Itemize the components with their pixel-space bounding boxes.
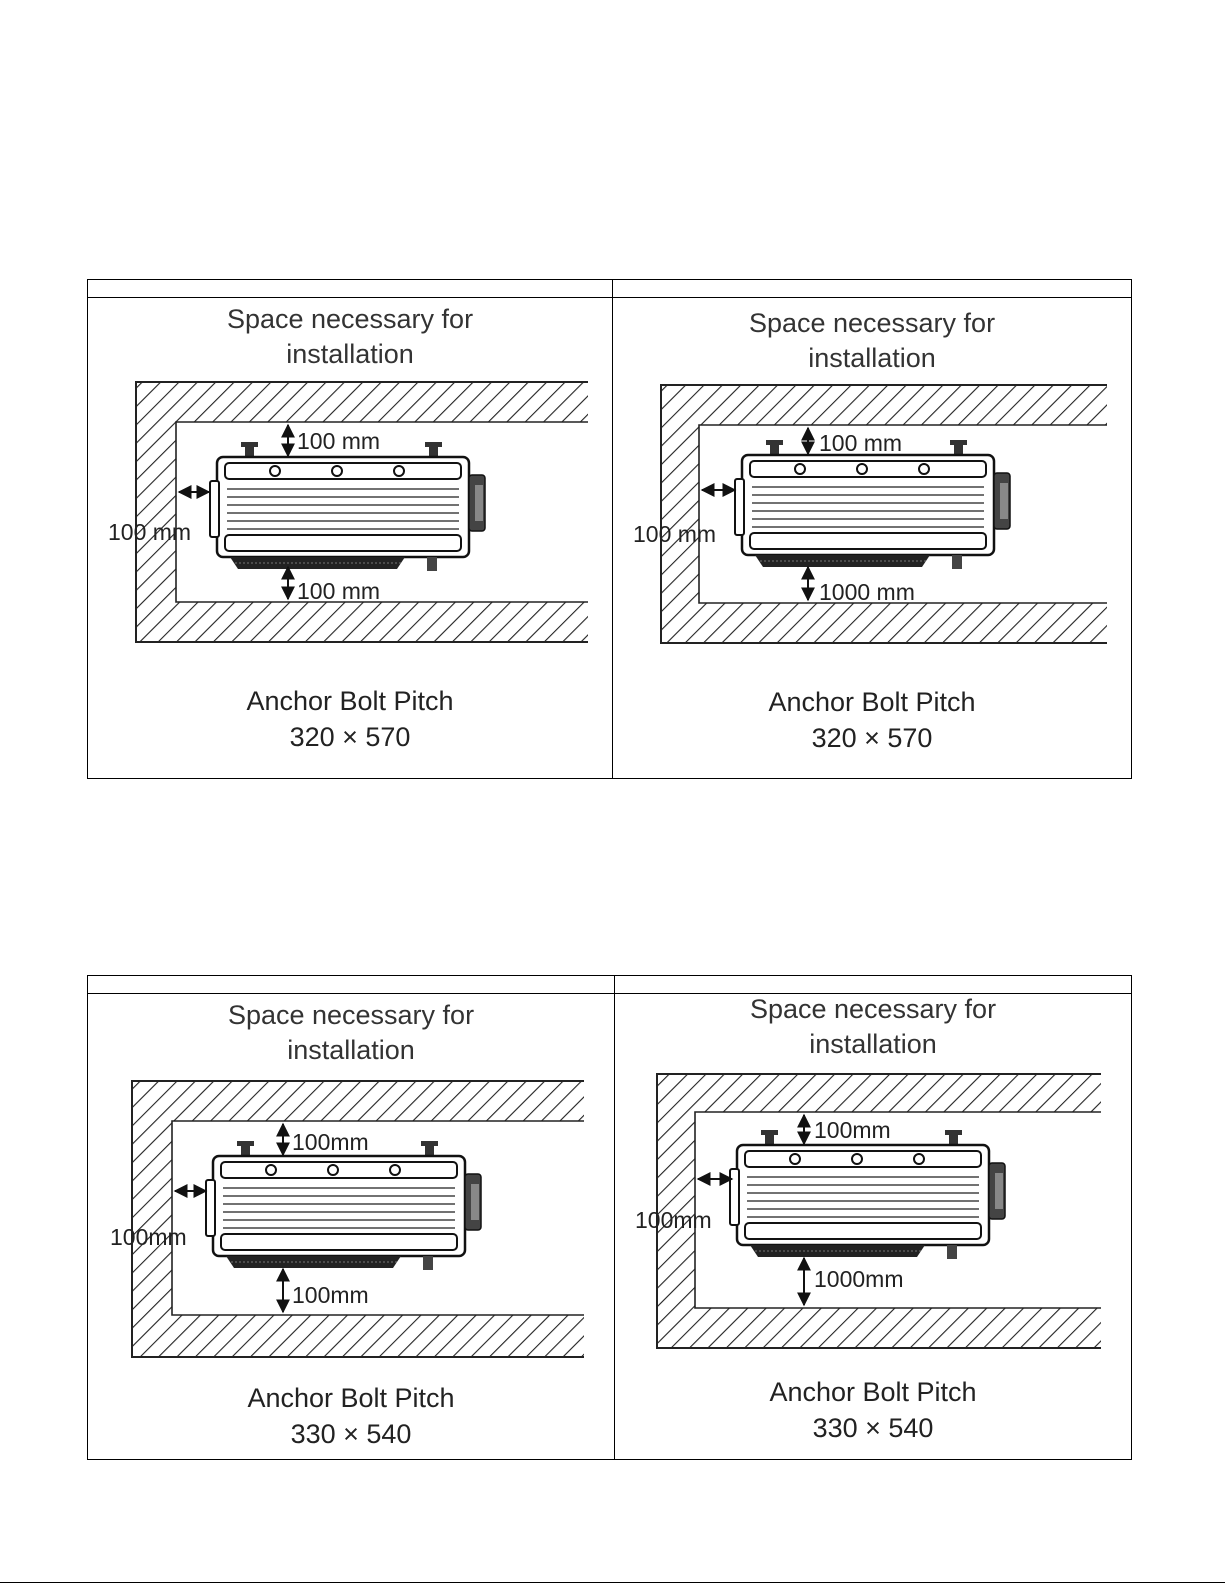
installation-table-1: Space necessary for installation 100 mm … (87, 279, 1132, 779)
wall-outline (656, 1073, 1101, 1349)
wall-outline (660, 384, 1107, 644)
wall-hatching (136, 382, 588, 642)
caption-line-2: 320 × 570 (811, 723, 933, 753)
caption-line-1: Anchor Bolt Pitch (247, 1383, 455, 1413)
cavity-outline (175, 421, 588, 603)
caption-line-2: 330 × 540 (812, 1413, 934, 1443)
caption-line-1: Anchor Bolt Pitch (768, 687, 976, 717)
side-clearance-label: 100mm (635, 1207, 712, 1233)
cavity-outline (171, 1120, 584, 1316)
table-header-row (88, 976, 1131, 994)
wall-hatching (132, 1081, 584, 1357)
heading-line-2: installation (286, 339, 414, 369)
column-divider (612, 280, 613, 778)
caption-line-1: Anchor Bolt Pitch (769, 1377, 977, 1407)
cavity-outline (694, 1111, 1101, 1309)
side-clearance-label: 100 mm (108, 519, 191, 545)
top-clearance-label: 100 mm (297, 428, 380, 454)
ventilation-unit (204, 1139, 483, 1272)
ventilation-unit (208, 440, 487, 573)
side-clearance-label: 100 mm (633, 521, 716, 547)
cell-heading: Space necessary for installation (613, 306, 1131, 376)
clearance-diagram: 100mm 100mm 100mm (110, 1080, 584, 1358)
bottom-clearance-label: 100mm (292, 1282, 369, 1308)
installation-cell-4: Space necessary for installation 100mm 1… (615, 994, 1131, 1459)
side-clearance-label: 100mm (110, 1224, 187, 1250)
cell-caption: Anchor Bolt Pitch 330 × 540 (88, 1380, 614, 1452)
installation-table-2: Space necessary for installation 100mm 1… (87, 975, 1132, 1460)
heading-line-1: Space necessary for (227, 1000, 475, 1030)
heading-line-2: installation (287, 1035, 415, 1065)
cell-heading: Space necessary for installation (88, 302, 612, 372)
wall-outline (135, 381, 588, 643)
heading-line-1: Space necessary for (749, 994, 997, 1024)
cell-heading: Space necessary for installation (88, 998, 614, 1068)
wall-outline (131, 1080, 584, 1358)
wall-hatching (657, 1074, 1101, 1348)
bottom-clearance-label: 1000mm (814, 1266, 903, 1292)
heading-line-2: installation (809, 1029, 937, 1059)
installation-cell-3: Space necessary for installation 100mm 1… (88, 994, 614, 1459)
clearance-diagram: 100 mm 100 mm 1000 mm (633, 384, 1107, 644)
top-clearance-label: 100mm (814, 1117, 891, 1143)
cell-caption: Anchor Bolt Pitch 320 × 570 (613, 684, 1131, 756)
bottom-clearance-label: 100 mm (297, 578, 380, 604)
cell-heading: Space necessary for installation (615, 992, 1131, 1062)
clearance-diagram: 100 mm 100 mm 100 mm (108, 381, 588, 643)
caption-line-2: 330 × 540 (290, 1419, 412, 1449)
heading-line-2: installation (808, 343, 936, 373)
top-clearance-label: 100mm (292, 1129, 369, 1155)
installation-cell-1: Space necessary for installation 100 mm … (88, 298, 612, 778)
cell-caption: Anchor Bolt Pitch 320 × 570 (88, 683, 612, 755)
cavity-outline (698, 424, 1107, 604)
page-bottom-rule (0, 1582, 1225, 1583)
heading-line-1: Space necessary for (226, 304, 474, 334)
table-header-row (88, 280, 1131, 298)
caption-line-2: 320 × 570 (289, 722, 411, 752)
caption-line-1: Anchor Bolt Pitch (246, 686, 454, 716)
clearance-diagram: 100mm 100mm 1000mm (635, 1073, 1101, 1349)
wall-hatching (661, 385, 1107, 643)
installation-cell-2: Space necessary for installation 100 mm … (613, 298, 1131, 778)
bottom-clearance-label: 1000 mm (819, 579, 915, 605)
column-divider (614, 976, 615, 1459)
heading-line-1: Space necessary for (748, 308, 996, 338)
cell-caption: Anchor Bolt Pitch 330 × 540 (615, 1374, 1131, 1446)
top-clearance-label: 100 mm (819, 430, 902, 456)
ventilation-unit (733, 438, 1012, 571)
ventilation-unit (728, 1128, 1007, 1261)
